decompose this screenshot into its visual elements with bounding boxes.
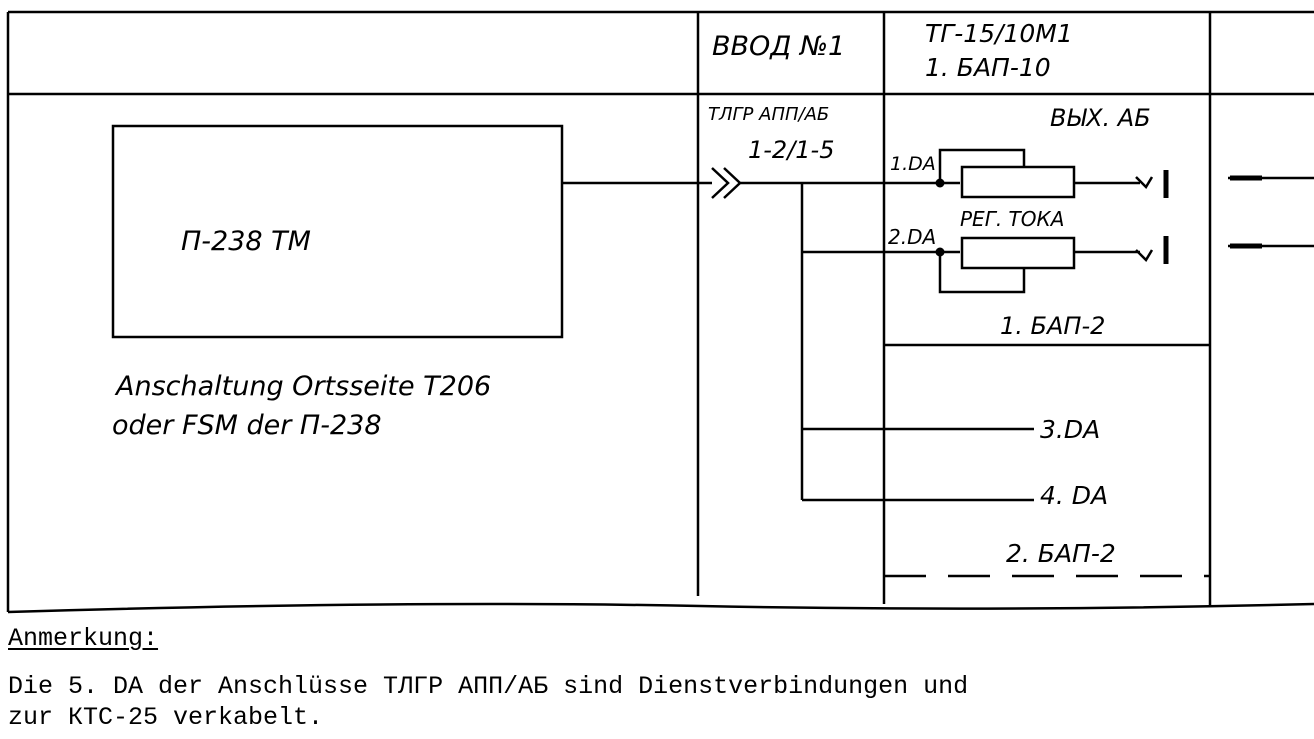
da2-label: 2.DA <box>888 225 936 249</box>
junction-dots <box>935 178 945 257</box>
input-label: ВВОД №1 <box>712 31 845 62</box>
output-label: ВЫХ. АБ <box>1050 104 1151 132</box>
bap2-second-label: 2. БАП-2 <box>1006 539 1116 568</box>
device-box <box>111 124 564 339</box>
resistor-1 <box>960 165 1076 199</box>
wiring-diagram: ВВОД №1 ТГ-15/10М1 1. БАП-10 П-238 ТМ An… <box>6 10 1314 614</box>
terminal-2 <box>1135 249 1154 263</box>
da1-label: 1.DA <box>890 153 936 175</box>
resistor-2-tap <box>938 252 1026 294</box>
caption-line1: Anschaltung Ortsseite Т206 <box>114 371 491 402</box>
connector-label-line2: 1-2/1-5 <box>748 136 834 164</box>
da3-label: 3.DA <box>1040 415 1100 444</box>
resistor-2 <box>960 236 1076 270</box>
note-line2: zur КТС-25 verkabelt. <box>8 703 324 732</box>
da4-label: 4. DA <box>1040 481 1108 510</box>
connector-chevron-1 <box>711 167 730 199</box>
bap2-first-label: 1. БАП-2 <box>1000 312 1105 340</box>
current-regulator-label: РЕГ. ТОКА <box>960 207 1064 231</box>
right-stub-marks <box>1230 175 1262 249</box>
note-title: Anmerkung: <box>8 624 159 653</box>
frame-bottom-line <box>7 602 1314 614</box>
terminal-1 <box>1135 176 1154 190</box>
equipment-line1: ТГ-15/10М1 <box>925 19 1073 48</box>
note-line1: Die 5. DA der Anschlüsse ТЛГР АПП/АБ sin… <box>8 672 969 701</box>
equipment-line2: 1. БАП-10 <box>925 53 1051 82</box>
junction-dot-2 <box>935 247 945 257</box>
frame-lines <box>6 10 1314 614</box>
junction-dot-1 <box>935 178 945 188</box>
caption-line2: oder FSM der П-238 <box>112 410 382 441</box>
device-label: П-238 ТМ <box>181 226 311 257</box>
resistor-1-tap <box>938 148 1026 183</box>
connector-label-line1: ТЛГР АПП/АБ <box>708 104 829 125</box>
wiring <box>562 148 1314 578</box>
